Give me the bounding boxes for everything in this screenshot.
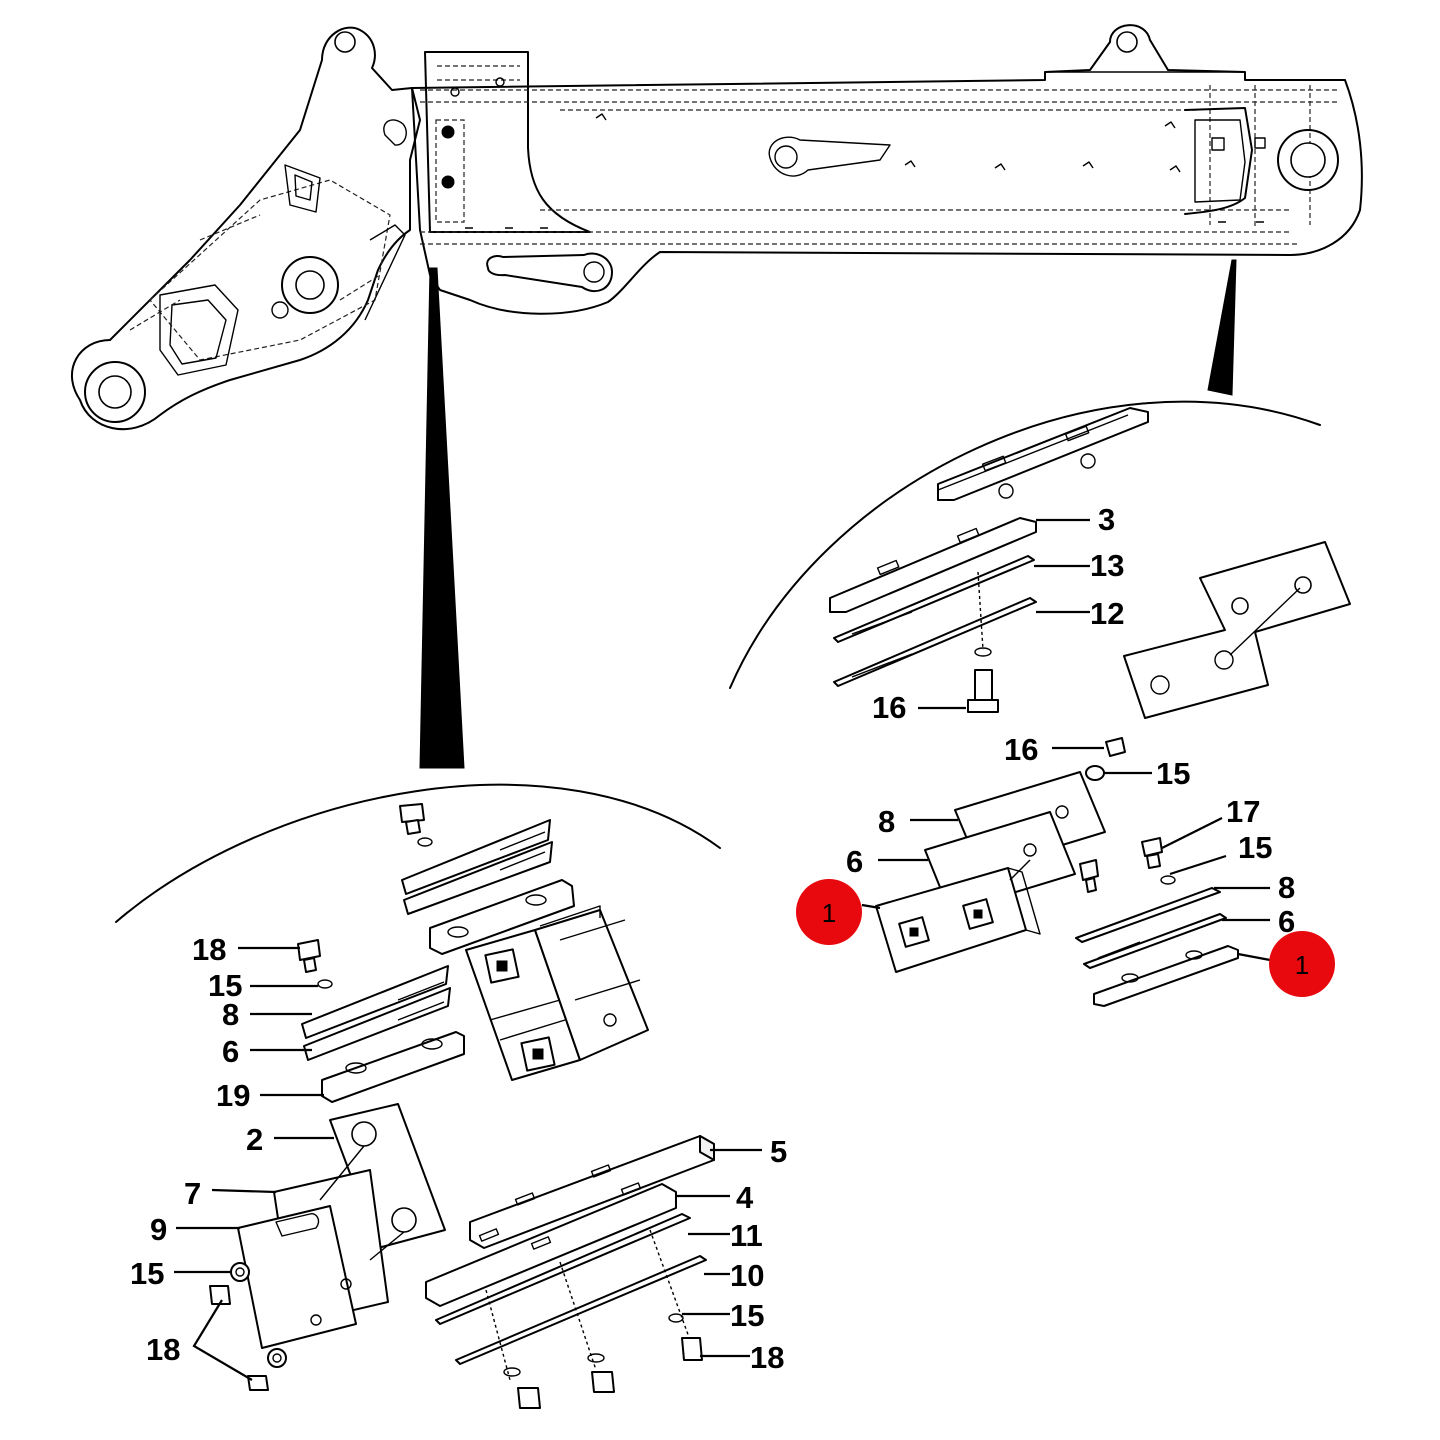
part-6-lower [1083, 913, 1227, 969]
callout-18-bottom-left: 18 [146, 1332, 180, 1367]
callout-7: 7 [184, 1176, 201, 1211]
callout-18-bottom-right: 18 [750, 1340, 784, 1375]
right-detail-arc [729, 400, 1321, 689]
callout-19: 19 [216, 1078, 250, 1113]
callout-3: 3 [1098, 502, 1115, 537]
left-detail-arc [115, 783, 721, 923]
badge-right-label: 1 [1295, 950, 1309, 980]
wear-pad-top [937, 407, 1149, 501]
callout-labels: 3 13 12 16 16 15 8 6 17 15 8 6 18 15 8 6… [130, 502, 1295, 1375]
plate-9 [237, 1205, 357, 1349]
callout-15-bottom-right: 15 [730, 1298, 764, 1333]
pivot-hole-top [334, 31, 356, 53]
plate-10 [455, 1255, 707, 1365]
callout-4: 4 [736, 1180, 754, 1215]
pivot-hole-mid [1116, 31, 1138, 53]
callout-15-bottom-left: 15 [130, 1256, 164, 1291]
callout-8-right: 8 [1278, 870, 1295, 905]
callout-16-upper: 16 [872, 690, 906, 725]
callout-8-mid: 8 [222, 997, 239, 1032]
bolt-16-top [967, 699, 999, 713]
callout-6-left: 6 [846, 844, 863, 879]
callout-15-right: 15 [1238, 830, 1272, 865]
callout-6-mid: 6 [222, 1034, 239, 1069]
right-detail [829, 407, 1351, 1007]
left-detail [209, 803, 715, 1409]
shim-8 [301, 965, 449, 1039]
callout-2: 2 [246, 1122, 263, 1157]
shim-top-2 [403, 841, 553, 915]
callout-9: 9 [150, 1212, 167, 1247]
part-13-shim [833, 555, 1035, 643]
shim-6 [303, 987, 451, 1061]
callout-17: 17 [1226, 794, 1260, 829]
callout-18-top: 18 [192, 932, 226, 967]
callout-12: 12 [1090, 596, 1124, 631]
part-8-lower [1075, 887, 1221, 943]
badge-right [1269, 931, 1335, 997]
callout-5: 5 [770, 1134, 787, 1169]
leader-lines [174, 518, 1271, 1381]
callout-13: 13 [1090, 548, 1124, 583]
callout-16-lower: 16 [1004, 732, 1038, 767]
pivot-hole-left [98, 375, 132, 409]
callout-15-mid: 15 [208, 968, 242, 1003]
callout-11: 11 [730, 1218, 763, 1253]
plate-4 [425, 1183, 677, 1307]
detail-pointers [419, 259, 1237, 769]
part-1-block-right [1093, 945, 1239, 1007]
highlight-badges: 1 1 [796, 879, 1335, 997]
badge-left-label: 1 [822, 898, 836, 928]
callout-10: 10 [730, 1258, 764, 1293]
pointer-right-detail [1207, 259, 1237, 396]
badge-left [796, 879, 862, 945]
callout-8-left: 8 [878, 804, 895, 839]
callout-15-upper: 15 [1156, 756, 1190, 791]
part-1-block-left [875, 867, 1027, 973]
bracket-plate [1123, 541, 1351, 719]
callout-6-right: 6 [1278, 904, 1295, 939]
pointer-left-detail [419, 267, 465, 769]
shim-top-1 [401, 819, 551, 895]
part-3-plate [829, 517, 1037, 613]
boom-assembly [70, 24, 1363, 431]
